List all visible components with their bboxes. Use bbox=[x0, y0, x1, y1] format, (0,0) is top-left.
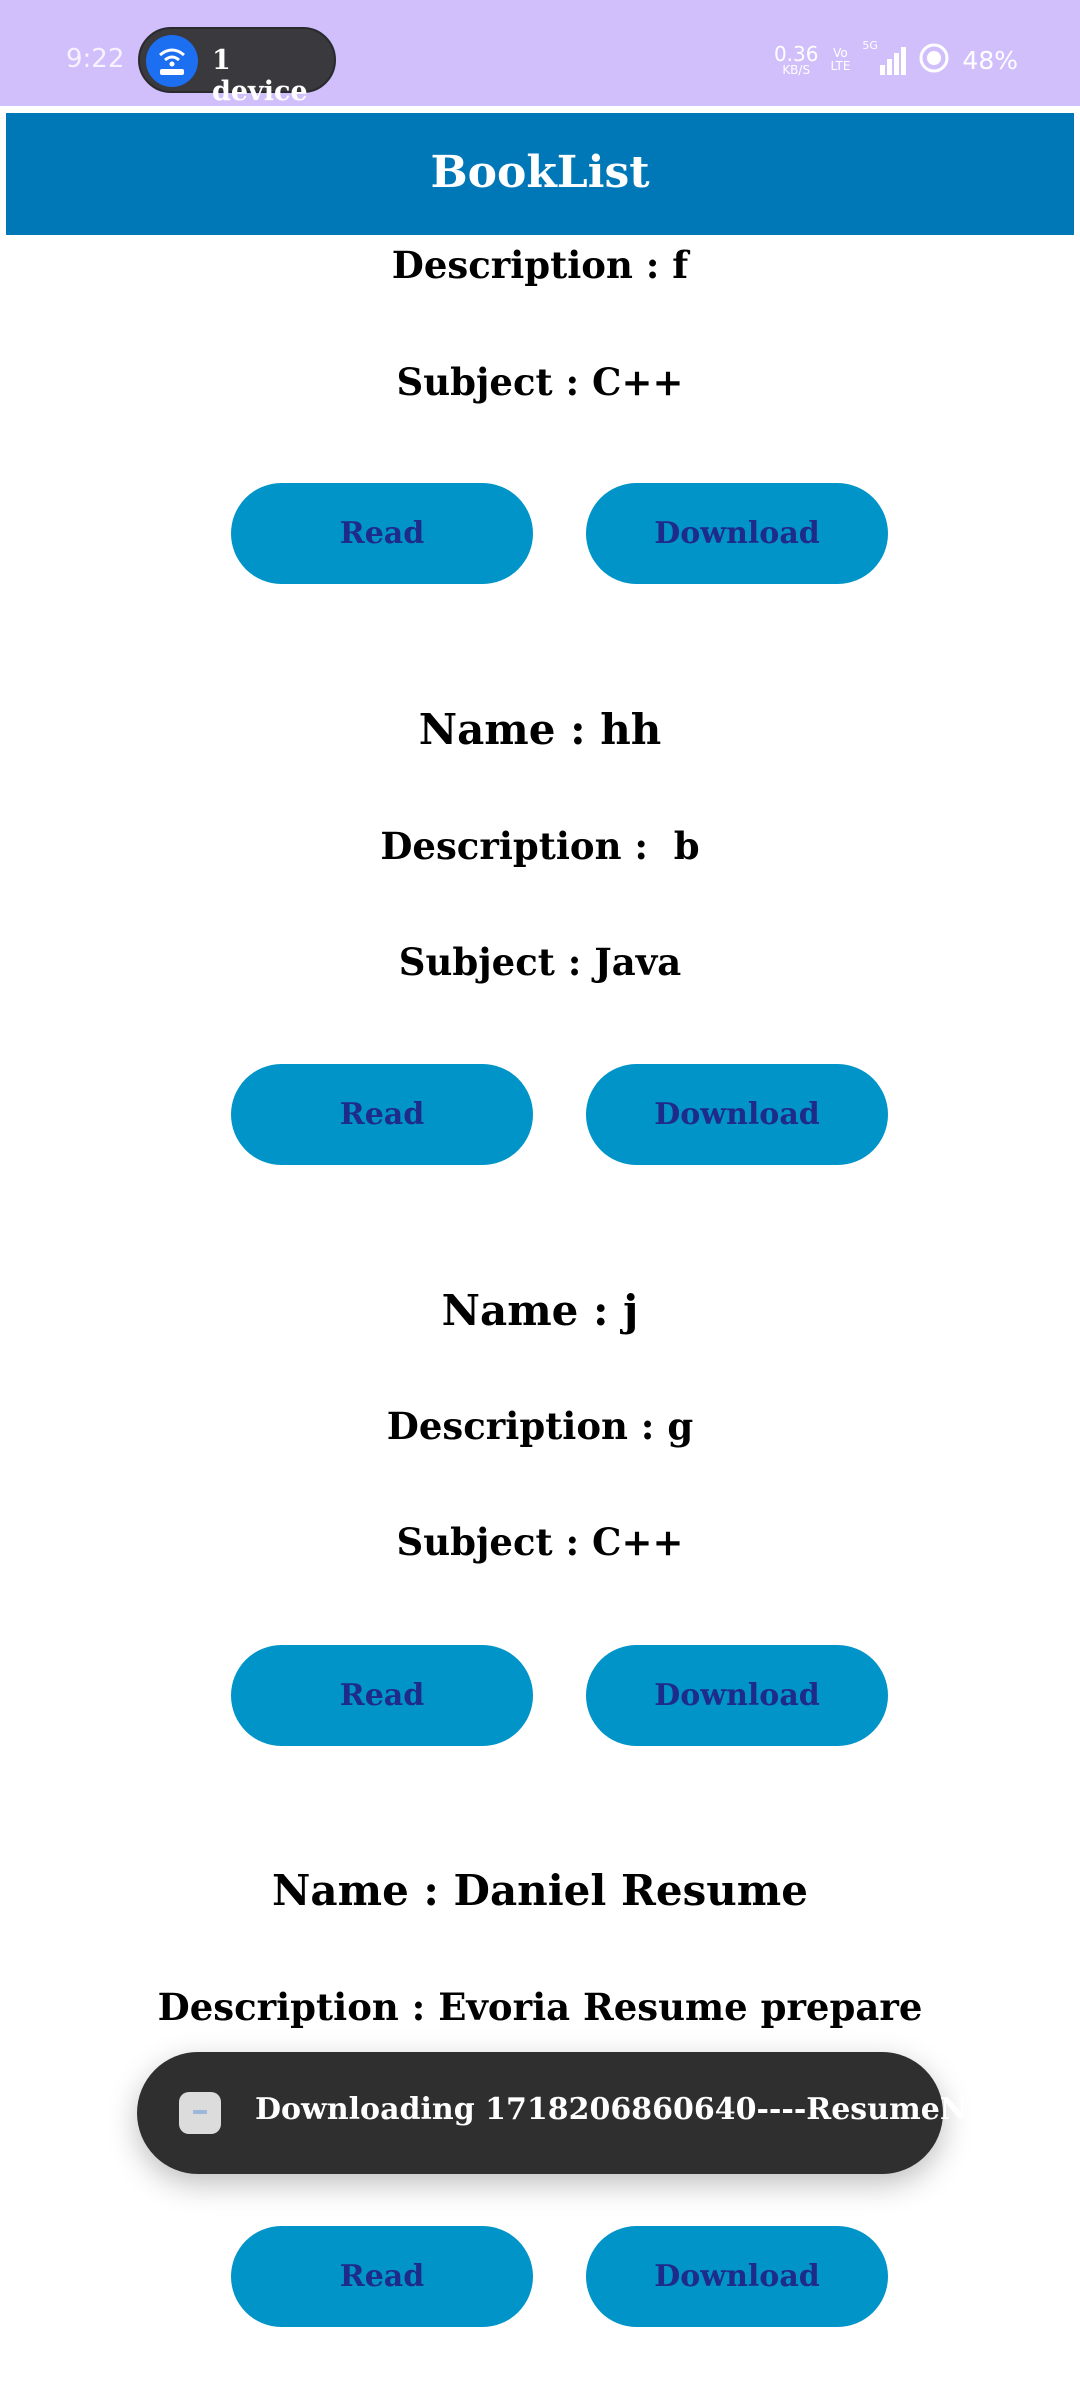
book-description: Description : b bbox=[380, 824, 700, 868]
app-bar: BookList bbox=[6, 113, 1074, 235]
book-subject: Subject : Java bbox=[398, 940, 682, 984]
read-button[interactable]: Read bbox=[231, 1645, 533, 1746]
app-icon bbox=[179, 2092, 221, 2134]
book-description: Description : Evoria Resume prepare bbox=[157, 1985, 923, 2029]
read-button[interactable]: Read bbox=[231, 483, 533, 584]
status-icons: 0.36 KB/S Vo LTE 5G 48% bbox=[773, 39, 1018, 80]
hotspot-label: 1 device bbox=[212, 45, 308, 107]
book-name: Name : Daniel Resume bbox=[272, 1866, 808, 1915]
battery-icon bbox=[918, 42, 950, 78]
read-button[interactable]: Read bbox=[231, 1064, 533, 1165]
book-name: Name : hh bbox=[418, 705, 662, 754]
download-button[interactable]: Download bbox=[586, 2226, 888, 2327]
hotspot-chip[interactable]: 1 device bbox=[138, 27, 336, 107]
volte-icon: Vo LTE bbox=[830, 45, 851, 73]
download-button[interactable]: Download bbox=[586, 1645, 888, 1746]
download-toast: Downloading 1718206860640----ResumeNewE.… bbox=[137, 2052, 1080, 2174]
network-speed: 0.36 KB/S bbox=[773, 42, 819, 77]
page-title: BookList bbox=[430, 147, 650, 198]
book-subject: Subject : C++ bbox=[396, 360, 684, 404]
hotspot-icon bbox=[146, 35, 198, 87]
toast-message: Downloading 1718206860640----ResumeNewE.… bbox=[255, 2092, 1080, 2127]
book-description: Description : f bbox=[391, 243, 689, 287]
book-name: Name : j bbox=[441, 1286, 639, 1335]
read-button[interactable]: Read bbox=[231, 2226, 533, 2327]
download-button[interactable]: Download bbox=[586, 483, 888, 584]
signal-icon: 5G bbox=[862, 39, 907, 77]
status-time: 9:22 bbox=[66, 44, 125, 74]
download-button[interactable]: Download bbox=[586, 1064, 888, 1165]
battery-level: 48% bbox=[962, 45, 1018, 75]
status-bar: 9:22 1 device 0.36 KB/S Vo LTE 5G bbox=[0, 0, 1080, 107]
book-description: Description : g bbox=[386, 1404, 694, 1448]
book-subject: Subject : C++ bbox=[396, 1520, 684, 1564]
